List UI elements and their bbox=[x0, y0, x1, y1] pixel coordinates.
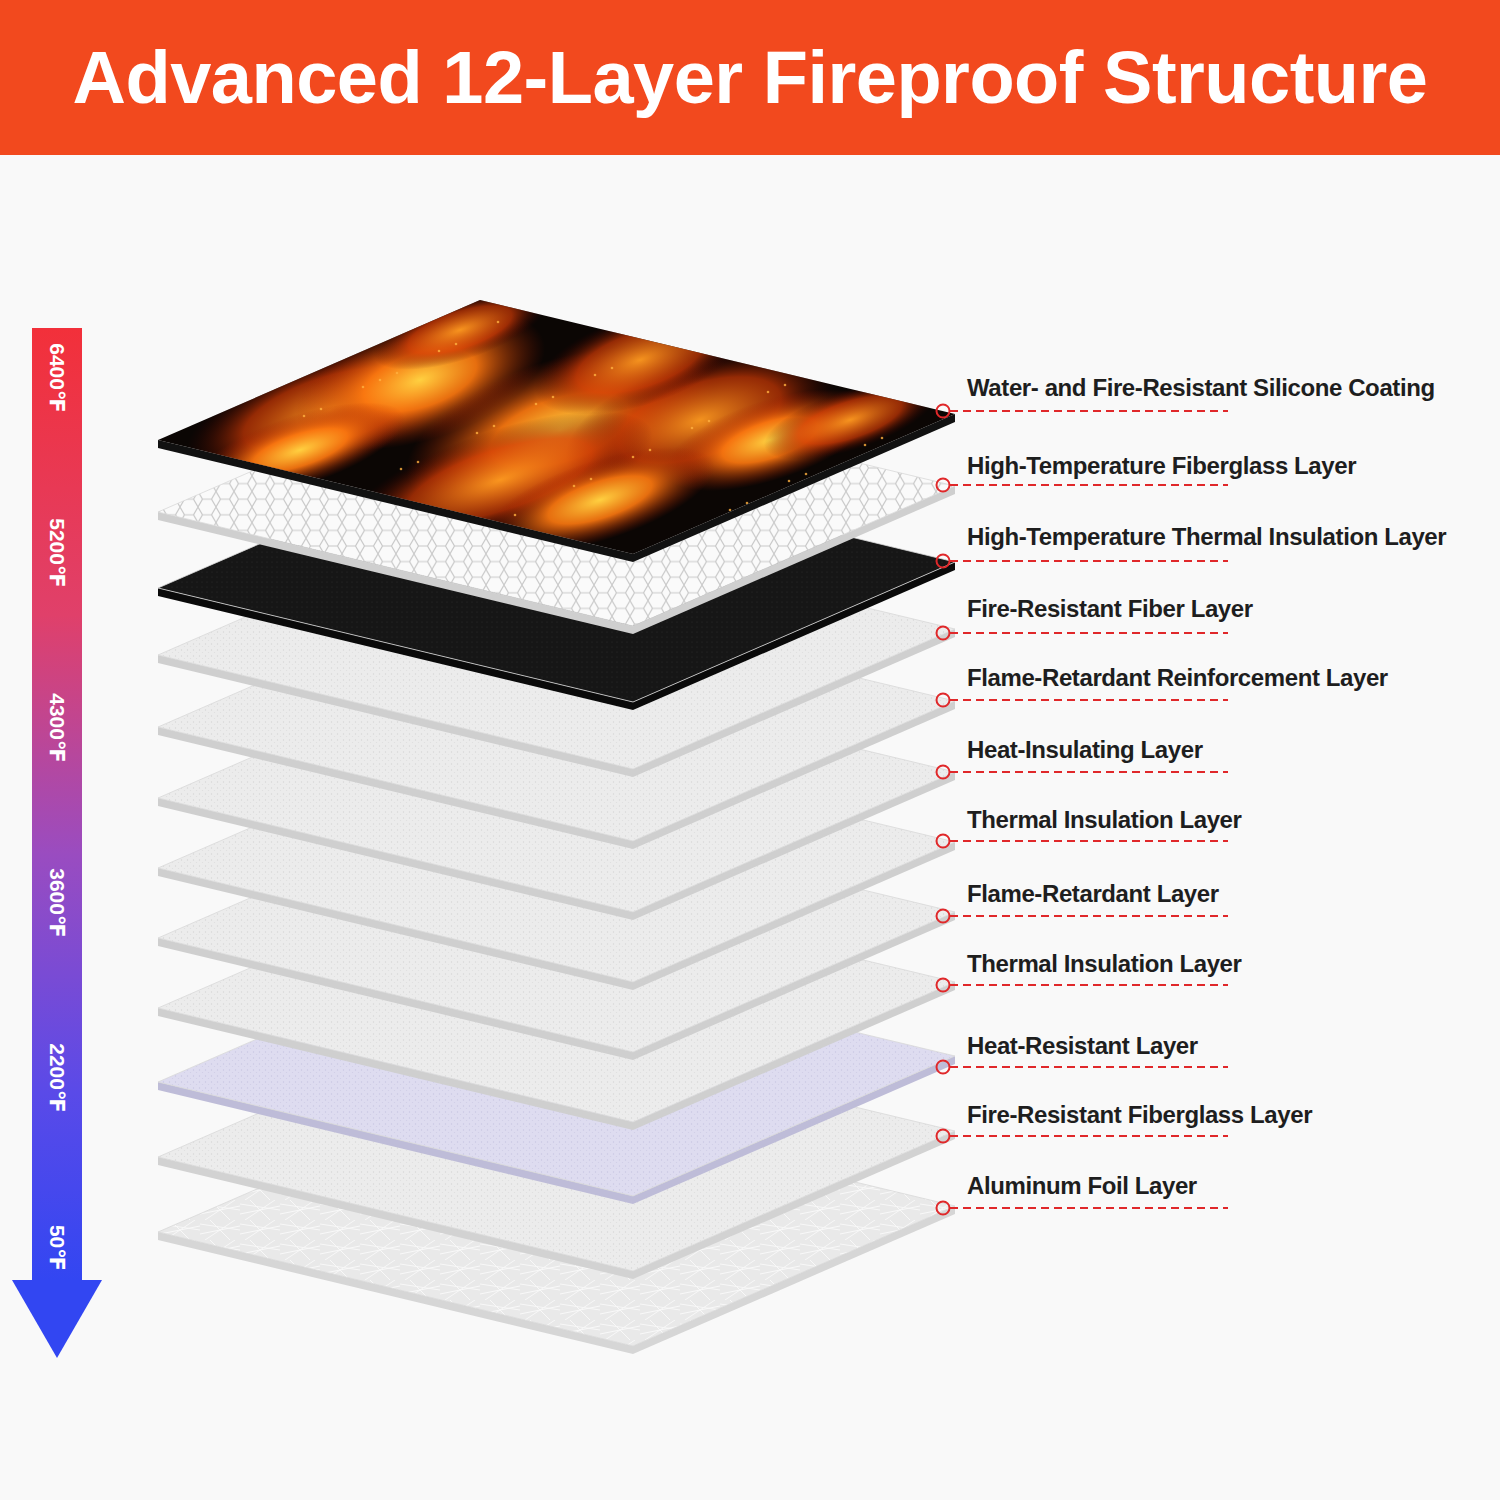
spark bbox=[400, 468, 403, 471]
spark bbox=[358, 490, 361, 493]
spark bbox=[670, 338, 673, 341]
leader-dot bbox=[937, 910, 950, 923]
layer-name: Water- and Fire-Resistant Silicone Coati… bbox=[967, 374, 1435, 402]
flame-glow bbox=[365, 274, 555, 387]
spark bbox=[476, 432, 479, 435]
leader-line bbox=[950, 915, 1228, 917]
layer-name: Heat-Insulating Layer bbox=[967, 736, 1203, 764]
leader-line bbox=[950, 771, 1228, 773]
flame-glow bbox=[521, 283, 758, 437]
spark bbox=[687, 331, 690, 334]
leader-line bbox=[950, 1066, 1228, 1068]
spark bbox=[594, 374, 597, 377]
spark bbox=[438, 350, 441, 353]
leader-dot bbox=[937, 1061, 950, 1074]
leader-line bbox=[950, 410, 1228, 412]
leader-line bbox=[950, 699, 1228, 701]
layer-name: Thermal Insulation Layer bbox=[967, 950, 1241, 978]
spark bbox=[805, 473, 808, 476]
temperature-value: 4300℉ bbox=[45, 693, 69, 763]
spark bbox=[784, 384, 787, 387]
layer-name: Thermal Insulation Layer bbox=[967, 806, 1241, 834]
spark bbox=[320, 408, 323, 411]
spark bbox=[826, 362, 829, 365]
flame-glow bbox=[185, 383, 416, 518]
leader-line bbox=[950, 632, 1228, 634]
spark bbox=[767, 391, 770, 394]
material-layer bbox=[158, 274, 955, 577]
spark bbox=[455, 343, 458, 346]
spark bbox=[497, 321, 500, 324]
layer-name: High-Temperature Fiberglass Layer bbox=[967, 452, 1356, 480]
spark bbox=[303, 415, 306, 418]
spark bbox=[552, 396, 555, 399]
temperature-value: 2200℉ bbox=[45, 1043, 69, 1113]
temperature-value: 50℉ bbox=[45, 1225, 69, 1271]
spark bbox=[632, 456, 635, 459]
layer-name: Flame-Retardant Reinforcement Layer bbox=[967, 664, 1388, 692]
leader-dot bbox=[937, 835, 950, 848]
spark bbox=[299, 319, 302, 322]
spark bbox=[708, 420, 711, 423]
leader-dot bbox=[937, 979, 950, 992]
flame-picture bbox=[170, 274, 945, 577]
leader-line bbox=[950, 560, 1228, 562]
temperature-bar bbox=[32, 328, 82, 1283]
layer-name: Fire-Resistant Fiberglass Layer bbox=[967, 1101, 1312, 1129]
leader-line bbox=[950, 484, 1228, 486]
leader-dot bbox=[937, 1202, 950, 1215]
layer-name: High-Temperature Thermal Insulation Laye… bbox=[967, 523, 1446, 551]
temperature-value: 5200℉ bbox=[45, 518, 69, 588]
spark bbox=[691, 427, 694, 430]
leader-dot bbox=[937, 405, 950, 418]
leader-dot bbox=[937, 1130, 950, 1143]
spark bbox=[535, 403, 538, 406]
leader-dot bbox=[937, 627, 950, 640]
layer-name: Flame-Retardant Layer bbox=[967, 880, 1219, 908]
leader-dot bbox=[937, 766, 950, 779]
spark bbox=[573, 485, 576, 488]
spark bbox=[362, 386, 365, 389]
spark bbox=[590, 478, 593, 481]
spark bbox=[788, 480, 791, 483]
spark bbox=[649, 449, 652, 452]
spark bbox=[379, 379, 382, 382]
layer-name: Fire-Resistant Fiber Layer bbox=[967, 595, 1253, 623]
temperature-value: 3600℉ bbox=[45, 868, 69, 938]
flame-glow bbox=[474, 425, 727, 575]
flame-glow bbox=[755, 364, 945, 477]
spark bbox=[417, 461, 420, 464]
leader-line bbox=[950, 1207, 1228, 1209]
spark bbox=[396, 372, 399, 375]
title: Advanced 12-Layer Fireproof Structure bbox=[0, 0, 1500, 155]
spark bbox=[885, 333, 888, 336]
layer-name: Aluminum Foil Layer bbox=[967, 1172, 1197, 1200]
leader-line bbox=[950, 984, 1228, 986]
spark bbox=[729, 509, 732, 512]
temperature-value: 6400℉ bbox=[45, 343, 69, 413]
spark bbox=[746, 502, 749, 505]
temperature-arrowhead bbox=[12, 1280, 102, 1358]
spark bbox=[611, 367, 614, 370]
leader-dot bbox=[937, 555, 950, 568]
spark bbox=[514, 514, 517, 517]
leader-dot bbox=[937, 694, 950, 707]
leader-dot bbox=[937, 479, 950, 492]
spark bbox=[881, 437, 884, 440]
leader-line bbox=[950, 1135, 1228, 1137]
spark bbox=[902, 326, 905, 329]
spark bbox=[864, 444, 867, 447]
layer-name: Heat-Resistant Layer bbox=[967, 1032, 1198, 1060]
leader-line bbox=[950, 840, 1228, 842]
spark bbox=[843, 355, 846, 358]
spark bbox=[341, 497, 344, 500]
spark bbox=[493, 425, 496, 428]
